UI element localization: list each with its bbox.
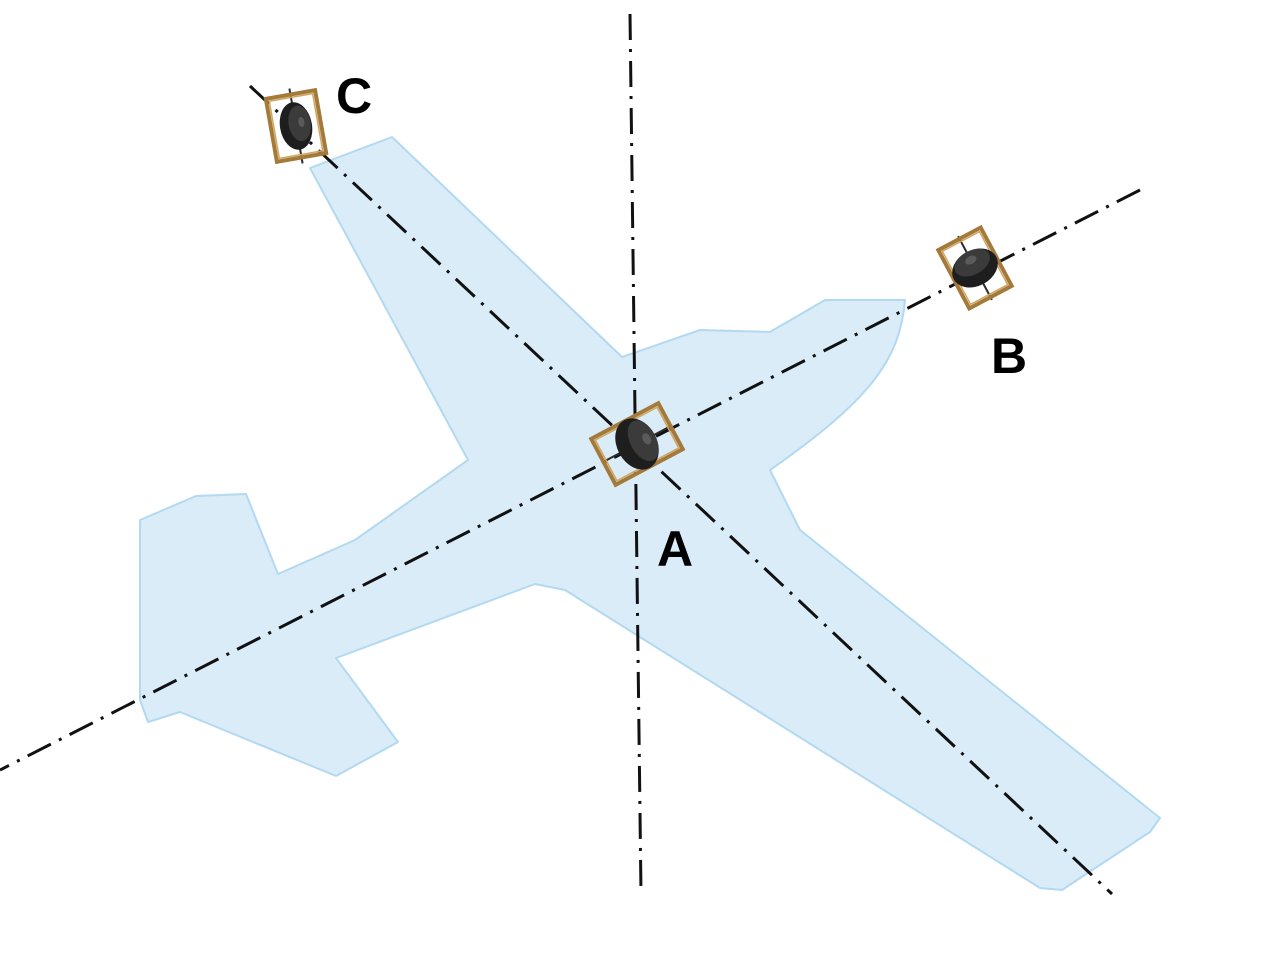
gyro-a-rotor-face: [627, 420, 659, 462]
label-c: C: [336, 68, 372, 124]
gyro-c-gimbal-highlight: [268, 92, 324, 160]
gyroscope-icon: [935, 224, 1015, 312]
gyro-b-rotor-hub: [965, 255, 977, 265]
label-b: B: [991, 328, 1027, 384]
gyroscope-icon: [263, 87, 329, 165]
gyro-c-gimbal: [263, 87, 329, 165]
longitudinal-axis-line: [0, 188, 1141, 772]
gyro-a-rotor-hub: [642, 433, 652, 445]
label-a: A: [657, 521, 693, 577]
gyro-c-rotor-hub: [298, 117, 305, 127]
airplane-silhouette: [139, 136, 1161, 891]
lateral-axis-line: [248, 84, 1114, 896]
gyroscope-icon: [588, 400, 686, 488]
